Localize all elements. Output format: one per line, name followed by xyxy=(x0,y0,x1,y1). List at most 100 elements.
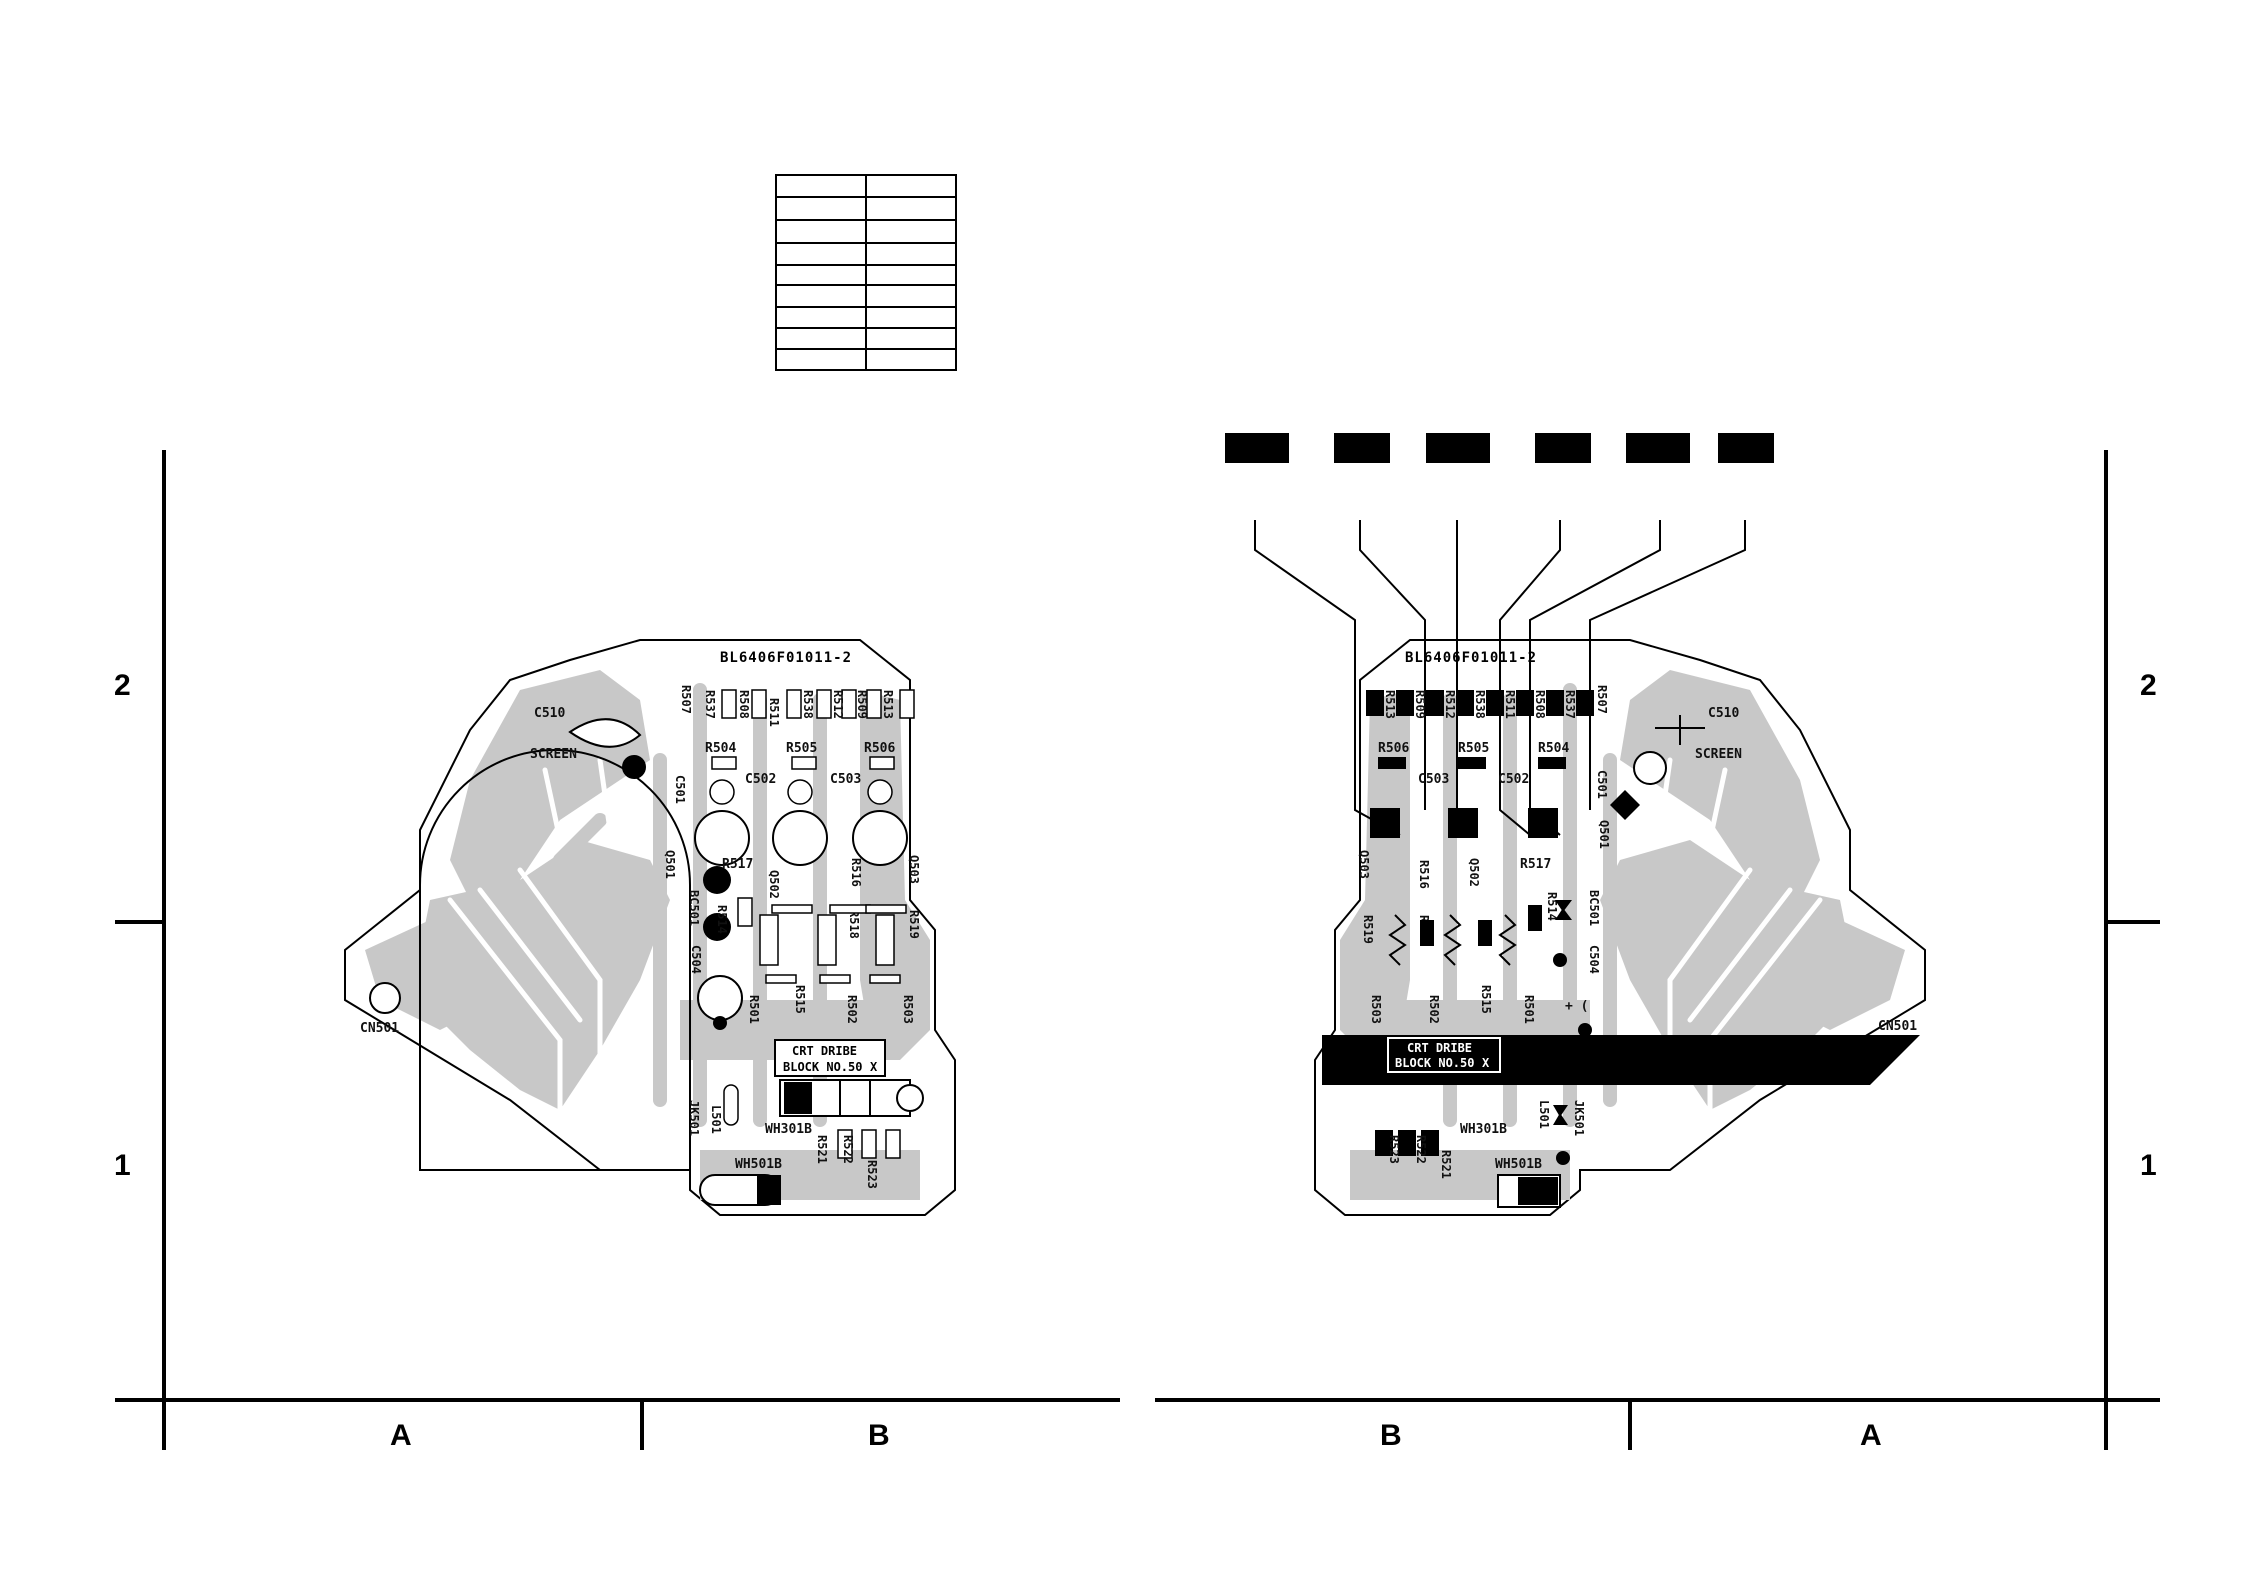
svg-text:CRT DRIBE: CRT DRIBE xyxy=(792,1044,857,1058)
right-c503-label: C503 xyxy=(1418,772,1449,787)
left-r521-label: R521 xyxy=(815,1135,829,1164)
right-block-label: CRT DRIBE BLOCK NO.50 X xyxy=(1387,1037,1501,1073)
left-r537-label: R537 xyxy=(703,690,717,719)
right-wh301b-label: WH301B xyxy=(1460,1122,1507,1137)
left-r517-label: R517 xyxy=(722,857,753,872)
left-c504-label: C504 xyxy=(689,945,703,974)
right-part-number: BL6406F01011-2 xyxy=(1405,650,1537,666)
revision-table xyxy=(775,174,957,371)
right-q503-label: Q503 xyxy=(1357,850,1371,879)
right-r522-label: R522 xyxy=(1414,1135,1428,1164)
grid-col-a-left: A xyxy=(390,1419,412,1452)
grid-row-1-left: 1 xyxy=(114,1149,131,1182)
right-jk501-label: JK501 xyxy=(1572,1100,1586,1136)
right-r511-label: R511 xyxy=(1503,690,1517,719)
grid-row-1-right: 1 xyxy=(2140,1149,2157,1182)
svg-text:X: X xyxy=(1482,1056,1490,1070)
left-r513-label: R513 xyxy=(881,690,895,719)
grid-col-a-right: A xyxy=(1860,1419,1882,1452)
right-r514-label: R514 xyxy=(1545,892,1559,921)
right-c504-polarity: + ( xyxy=(1565,999,1588,1014)
left-r512-label: R512 xyxy=(831,690,845,719)
grid-row-2-left: 2 xyxy=(114,669,131,702)
svg-text:CRT DRIBE: CRT DRIBE xyxy=(1407,1041,1472,1055)
left-r523-label: R523 xyxy=(865,1160,879,1189)
left-frame xyxy=(115,450,1120,1450)
right-board: BL6406F01011-2 R513 R509 R512 R538 R511 … xyxy=(1225,433,1926,1216)
right-c501-label: C501 xyxy=(1595,770,1609,799)
left-r503-label: R503 xyxy=(901,995,915,1024)
right-r538-label: R538 xyxy=(1473,690,1487,719)
right-q502-label: Q502 xyxy=(1467,858,1481,887)
right-r519-label: R519 xyxy=(1361,915,1375,944)
right-r513-label: R513 xyxy=(1383,690,1397,719)
left-l501-label: L501 xyxy=(709,1105,723,1134)
left-r509-label: R509 xyxy=(855,690,869,719)
right-r501-label: R501 xyxy=(1522,995,1536,1024)
left-c510-label: C510 xyxy=(534,706,565,721)
left-board: BL6406F01011-2 C510 SCREEN CN501 R507 R5… xyxy=(344,639,956,1216)
right-bc501-label: BC501 xyxy=(1587,890,1601,926)
left-q503-label: Q503 xyxy=(907,855,921,884)
left-r504-label: R504 xyxy=(705,741,736,756)
left-r522-label: R522 xyxy=(841,1135,855,1164)
left-r538-label: R538 xyxy=(801,690,815,719)
right-r508-label: R508 xyxy=(1533,690,1547,719)
right-c510-label: C510 xyxy=(1708,706,1739,721)
left-r505-label: R505 xyxy=(786,741,817,756)
right-l501-label: L501 xyxy=(1537,1100,1551,1129)
svg-text:X: X xyxy=(870,1060,878,1074)
grid-row-2-right: 2 xyxy=(2140,669,2157,702)
left-c503-label: C503 xyxy=(830,772,861,787)
left-cn501-label: CN501 xyxy=(360,1021,399,1036)
svg-text:BLOCK NO.50: BLOCK NO.50 xyxy=(1395,1056,1474,1070)
left-q502-label: Q502 xyxy=(767,870,781,899)
left-wh301b-label: WH301B xyxy=(765,1122,812,1137)
left-r519-label: R519 xyxy=(907,910,921,939)
right-r503-label: R503 xyxy=(1369,995,1383,1024)
right-r507-label: R507 xyxy=(1595,685,1609,714)
right-r517-label: R517 xyxy=(1520,857,1551,872)
left-bc501-label: BC501 xyxy=(687,890,701,926)
left-r516-label: R516 xyxy=(849,858,863,887)
left-r508-label: R508 xyxy=(737,690,751,719)
left-r502-label: R502 xyxy=(845,995,859,1024)
left-r506-label: R506 xyxy=(864,741,895,756)
left-part-number: BL6406F01011-2 xyxy=(720,650,852,666)
right-cn501-label: CN501 xyxy=(1878,1019,1917,1034)
right-r506-label: R506 xyxy=(1378,741,1409,756)
left-q501-label: Q501 xyxy=(663,850,677,879)
left-block-label: CRT DRIBE BLOCK NO.50 X xyxy=(774,1039,886,1077)
svg-text:BLOCK NO.50: BLOCK NO.50 xyxy=(783,1060,862,1074)
left-c502-label: C502 xyxy=(745,772,776,787)
right-r515-label: R515 xyxy=(1479,985,1493,1014)
right-r523-label: R523 xyxy=(1387,1135,1401,1164)
right-c504-label: C504 xyxy=(1587,945,1601,974)
left-r518-label: R518 xyxy=(847,910,861,939)
right-r509-label: R509 xyxy=(1413,690,1427,719)
left-c501-label: C501 xyxy=(673,775,687,804)
right-frame xyxy=(1155,450,2160,1450)
right-r505-label: R505 xyxy=(1458,741,1489,756)
left-r515-label: R515 xyxy=(793,985,807,1014)
left-wh501b-label: WH501B xyxy=(735,1157,782,1172)
left-r511-label: R511 xyxy=(767,698,781,727)
right-r537-label: R537 xyxy=(1563,690,1577,719)
right-r512-label: R512 xyxy=(1443,690,1457,719)
grid-col-b-right: B xyxy=(1380,1419,1402,1452)
right-r504-label: R504 xyxy=(1538,741,1569,756)
right-r502-label: R502 xyxy=(1427,995,1441,1024)
left-screen-label: SCREEN xyxy=(530,747,577,762)
right-c502-label: C502 xyxy=(1498,772,1529,787)
right-r521-label: R521 xyxy=(1439,1150,1453,1179)
right-screen-label: SCREEN xyxy=(1695,747,1742,762)
right-r516-label: R516 xyxy=(1417,860,1431,889)
grid-col-b-left: B xyxy=(868,1419,890,1452)
left-r514-label: R514 xyxy=(715,905,729,934)
right-wh501b-label: WH501B xyxy=(1495,1157,1542,1172)
right-q501-label: Q501 xyxy=(1597,820,1611,849)
left-r501-label: R501 xyxy=(747,995,761,1024)
left-r507-label: R507 xyxy=(679,685,693,714)
left-jk501-label: JK501 xyxy=(687,1100,701,1136)
